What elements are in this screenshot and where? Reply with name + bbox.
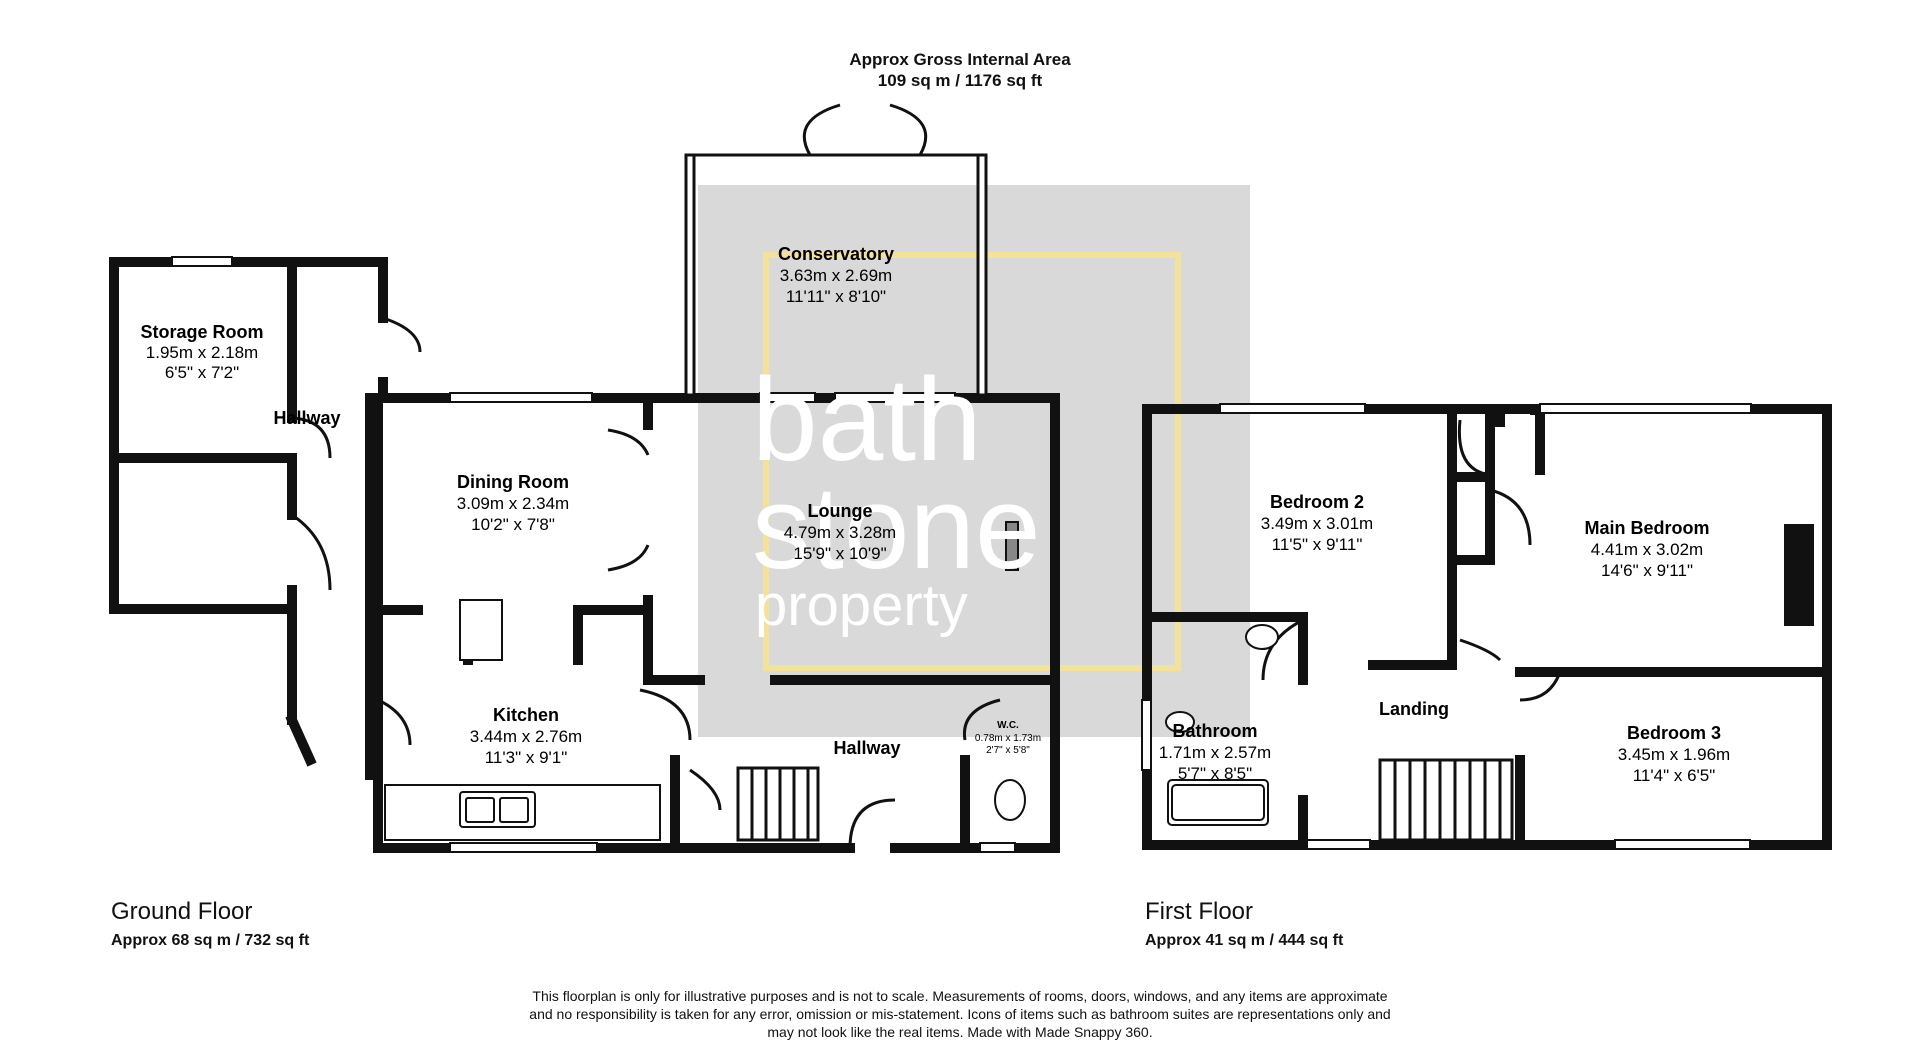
room-imperial: 6'5" x 7'2" bbox=[165, 363, 239, 382]
room-bedroom3: Bedroom 3 3.45m x 1.96m 11'4" x 6'5" bbox=[1618, 723, 1730, 785]
room-imperial: 11'4" x 6'5" bbox=[1633, 766, 1716, 785]
fixtures bbox=[384, 521, 1814, 841]
room-name: Main Bedroom bbox=[1584, 518, 1709, 538]
watermark-text: bath stone property bbox=[752, 354, 1041, 638]
disclaimer-line2: and no responsibility is taken for any e… bbox=[529, 1006, 1391, 1022]
watermark-frame bbox=[763, 252, 1181, 671]
room-name: Lounge bbox=[808, 501, 873, 521]
room-name: W.C. bbox=[997, 720, 1019, 731]
room-metric: 3.63m x 2.69m bbox=[780, 266, 892, 285]
watermark-line3: property bbox=[755, 573, 968, 638]
disclaimer-line1: This floorplan is only for illustrative … bbox=[532, 988, 1388, 1004]
room-name: Bedroom 2 bbox=[1270, 492, 1364, 512]
room-metric: 3.49m x 3.01m bbox=[1261, 514, 1373, 533]
room-conservatory: Conservatory 3.63m x 2.69m 11'11" x 8'10… bbox=[778, 244, 894, 306]
room-name: Kitchen bbox=[493, 705, 559, 725]
windows bbox=[171, 256, 1752, 853]
room-landing: Landing bbox=[1379, 699, 1449, 719]
room-hallway-side: Hallway bbox=[273, 408, 340, 428]
room-main-bedroom: Main Bedroom 4.41m x 3.02m 14'6" x 9'11" bbox=[1584, 518, 1709, 580]
room-imperial: 15'9" x 10'9" bbox=[793, 544, 886, 563]
storage-walls bbox=[109, 257, 388, 767]
room-metric: 3.09m x 2.34m bbox=[457, 494, 569, 513]
conservatory-walls bbox=[684, 153, 988, 397]
room-bedroom2: Bedroom 2 3.49m x 3.01m 11'5" x 9'11" bbox=[1261, 492, 1373, 554]
room-imperial: 11'5" x 9'11" bbox=[1272, 535, 1363, 554]
room-imperial: 10'2" x 7'8" bbox=[471, 515, 555, 534]
room-metric: 1.71m x 2.57m bbox=[1159, 743, 1271, 762]
room-bathroom: Bathroom 1.71m x 2.57m 5'7" x 8'5" bbox=[1159, 721, 1271, 783]
room-name: Bedroom 3 bbox=[1627, 723, 1721, 743]
ground-floor-area: Approx 68 sq m / 732 sq ft bbox=[111, 932, 310, 949]
room-name: Storage Room bbox=[140, 322, 263, 342]
first-floor-walls bbox=[1142, 404, 1832, 850]
room-hallway-main: Hallway bbox=[833, 738, 900, 758]
room-metric: 1.95m x 2.18m bbox=[146, 343, 258, 362]
room-metric: 4.79m x 3.28m bbox=[784, 523, 896, 542]
watermark-background bbox=[698, 185, 1250, 737]
doors bbox=[291, 103, 1562, 849]
disclaimer-line3: may not look like the real items. Made w… bbox=[767, 1024, 1153, 1040]
stairs bbox=[736, 758, 1514, 842]
room-metric: 4.41m x 3.02m bbox=[1591, 540, 1703, 559]
gross-area-value: 109 sq m / 1176 sq ft bbox=[877, 71, 1043, 90]
first-floor-area: Approx 41 sq m / 444 sq ft bbox=[1145, 932, 1344, 949]
first-floor-title: First Floor bbox=[1145, 898, 1253, 925]
room-lounge: Lounge 4.79m x 3.28m 15'9" x 10'9" bbox=[784, 501, 896, 563]
room-name: Dining Room bbox=[457, 472, 569, 492]
room-metric: 3.45m x 1.96m bbox=[1618, 745, 1730, 764]
room-imperial: 2'7" x 5'8" bbox=[986, 745, 1030, 756]
room-imperial: 11'11" x 8'10" bbox=[786, 287, 886, 306]
room-imperial: 11'3" x 9'1" bbox=[485, 748, 568, 767]
room-imperial: 5'7" x 8'5" bbox=[1178, 764, 1252, 783]
ground-floor-title: Ground Floor bbox=[111, 898, 253, 925]
room-dining: Dining Room 3.09m x 2.34m 10'2" x 7'8" bbox=[457, 472, 569, 534]
room-name: Conservatory bbox=[778, 244, 894, 264]
room-wc: W.C. 0.78m x 1.73m 2'7" x 5'8" bbox=[975, 720, 1041, 756]
watermark-line1: bath bbox=[752, 354, 982, 486]
watermark-line2: stone bbox=[752, 462, 1041, 594]
room-metric: 3.44m x 2.76m bbox=[470, 727, 582, 746]
room-kitchen: Kitchen 3.44m x 2.76m 11'3" x 9'1" bbox=[470, 705, 582, 767]
gross-area-title: Approx Gross Internal Area bbox=[849, 50, 1071, 69]
room-storage: Storage Room 1.95m x 2.18m 6'5" x 7'2" bbox=[140, 322, 263, 382]
room-name: Bathroom bbox=[1173, 721, 1258, 741]
room-imperial: 14'6" x 9'11" bbox=[1601, 561, 1693, 580]
room-metric: 0.78m x 1.73m bbox=[975, 733, 1041, 744]
